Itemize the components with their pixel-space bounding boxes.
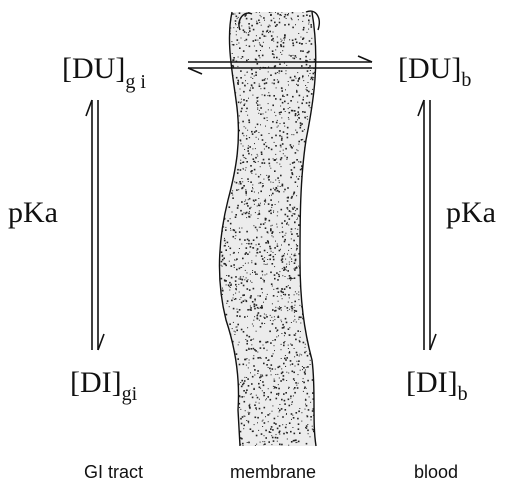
- left-arrow-head-down: [98, 334, 104, 350]
- forward-arrow-head: [358, 56, 372, 62]
- right-arrow-head-up: [418, 100, 424, 116]
- du-gi-label: [DU]g i: [62, 52, 146, 93]
- pka-left-label: pKa: [8, 196, 58, 229]
- membrane: [212, 10, 330, 450]
- di-gi-label: [DI]gi: [70, 366, 138, 405]
- blood-caption: blood: [414, 462, 458, 482]
- left-ionization-arrow: [86, 100, 104, 350]
- membrane-caption: membrane: [230, 462, 316, 482]
- membrane-fill: [219, 12, 316, 446]
- gi-tract-caption: GI tract: [84, 462, 143, 482]
- di-b-label: [DI]b: [406, 366, 468, 405]
- left-arrow-head-up: [86, 100, 92, 116]
- pka-right-label: pKa: [446, 196, 496, 229]
- reverse-arrow-head: [188, 68, 202, 74]
- right-ionization-arrow: [418, 100, 436, 350]
- right-arrow-head-down: [430, 334, 436, 350]
- du-b-label: [DU]b: [398, 52, 471, 91]
